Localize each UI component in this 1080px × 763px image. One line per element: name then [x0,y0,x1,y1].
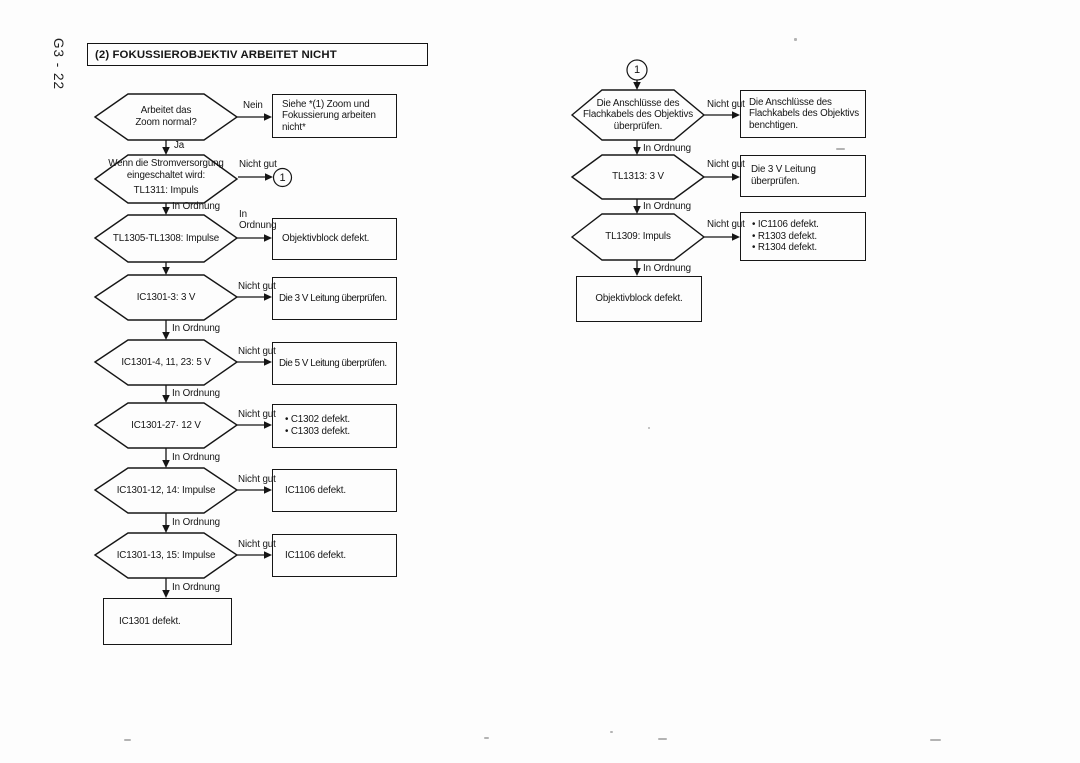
result-box-defekt-list: • IC1106 defekt. • R1303 defekt. • R1304… [740,212,866,261]
edge-label-nicht-gut-ic4: Nicht gut [238,346,276,357]
edge-label-nein: Nein [243,100,263,111]
edge-label-in-ordnung-ic13: In Ordnung [172,582,221,593]
edge-label-in-ordnung-tl1305-l1: In [239,209,247,220]
decision-flachkabel-text: Die Anschlüsse des Flachkabels des Objek… [582,97,694,132]
decision-power-signal-text: TL1311: Impuls [133,185,199,197]
scan-artifact [648,427,650,429]
edge-label-ja: Ja [174,140,185,151]
decision-tl1309-text: TL1309: Impuls [605,231,671,243]
edge-label-in-ordnung-ic3: In Ordnung [172,323,221,334]
scan-artifact [658,738,667,740]
result-box-c1302-c1303: • C1302 defekt. • C1303 defekt. [272,404,397,448]
decision-ic1301-27-text: IC1301-27· 12 V [131,419,201,431]
decision-tl1313-text: TL1313: 3 V [612,171,664,183]
edge-label-nicht-gut-ic13: Nicht gut [238,539,276,550]
edge-label-nicht-gut-flachkabel: Nicht gut [707,99,745,110]
connector-1-left-number: 1 [279,171,286,184]
edge-label-in-ordnung-tl1313: In Ordnung [643,201,692,212]
scan-artifact [124,739,131,741]
flow-lines [165,80,733,591]
decision-ic1301-3-text: IC1301-3: 3 V [136,291,196,303]
result-box-5v-leitung: Die 5 V Leitung überprüfen. [272,342,397,385]
edge-label-in-ordnung-tl1305-l2: Ordnung [239,220,277,231]
edge-label-in-ordnung-flachkabel: In Ordnung [643,143,692,154]
result-box-ic1106-b: IC1106 defekt. [272,534,397,577]
result-box-objektivblock: Objektivblock defekt. [272,218,397,260]
decision-tl1305-text: TL1305-TL1308: Impulse [112,232,220,244]
edge-label-in-ordnung-ic27: In Ordnung [172,452,221,463]
edge-label-nicht-gut-ic3: Nicht gut [238,281,276,292]
decision-ic1301-12-text: IC1301-12, 14: Impulse [116,484,216,496]
result-box-ic1106-a: IC1106 defekt. [272,469,397,512]
connector-1-right-number: 1 [633,64,641,76]
result-box-zoom-ref: Siehe *(1) Zoom und Fokussierung arbeite… [272,94,397,138]
edge-label-nicht-gut-power: Nicht gut [239,159,277,170]
arrowheads [162,82,740,598]
edge-label-in-ordnung-ic4: In Ordnung [172,388,221,399]
edge-label-nicht-gut-tl1313: Nicht gut [707,159,745,170]
result-box-3v-leitung-right: Die 3 V Leitung überprüfen. [740,155,866,197]
edge-label-nicht-gut-tl1309: Nicht gut [707,219,745,230]
end-box-objektivblock: Objektivblock defekt. [576,276,702,322]
edge-label-in-ordnung-ic12: In Ordnung [172,517,221,528]
edge-label-nicht-gut-ic27: Nicht gut [238,409,276,420]
end-box-ic1301-defekt: IC1301 defekt. [103,598,232,645]
edge-label-nicht-gut-ic12: Nicht gut [238,474,276,485]
decision-ic1301-4-text: IC1301-4, 11, 23: 5 V [121,356,211,368]
decision-ic1301-13-text: IC1301-13, 15: Impulse [116,549,216,561]
decision-hex-power [93,154,239,204]
scan-artifact [930,739,941,741]
edge-label-in-ordnung-tl1309: In Ordnung [643,263,692,274]
connector-circle-1-left [272,167,293,188]
edge-label-in-ordnung-power: In Ordnung [172,201,221,212]
result-box-3v-leitung: Die 3 V Leitung überprüfen. [272,277,397,320]
decision-power-text: Wenn die Stromversorgung eingeschaltet w… [108,158,224,181]
scan-artifact [836,148,845,150]
scan-artifact [484,737,489,739]
scan-artifact [610,731,613,733]
page-title: (2) FOKUSSIEROBJEKTIV ARBEITET NICHT [87,43,428,66]
decision-zoom-text: Arbeitet das Zoom normal? [135,105,197,128]
result-box-flachkabel: Die Anschlüsse des Flachkabels des Objek… [740,90,866,138]
scan-artifact [794,38,797,41]
